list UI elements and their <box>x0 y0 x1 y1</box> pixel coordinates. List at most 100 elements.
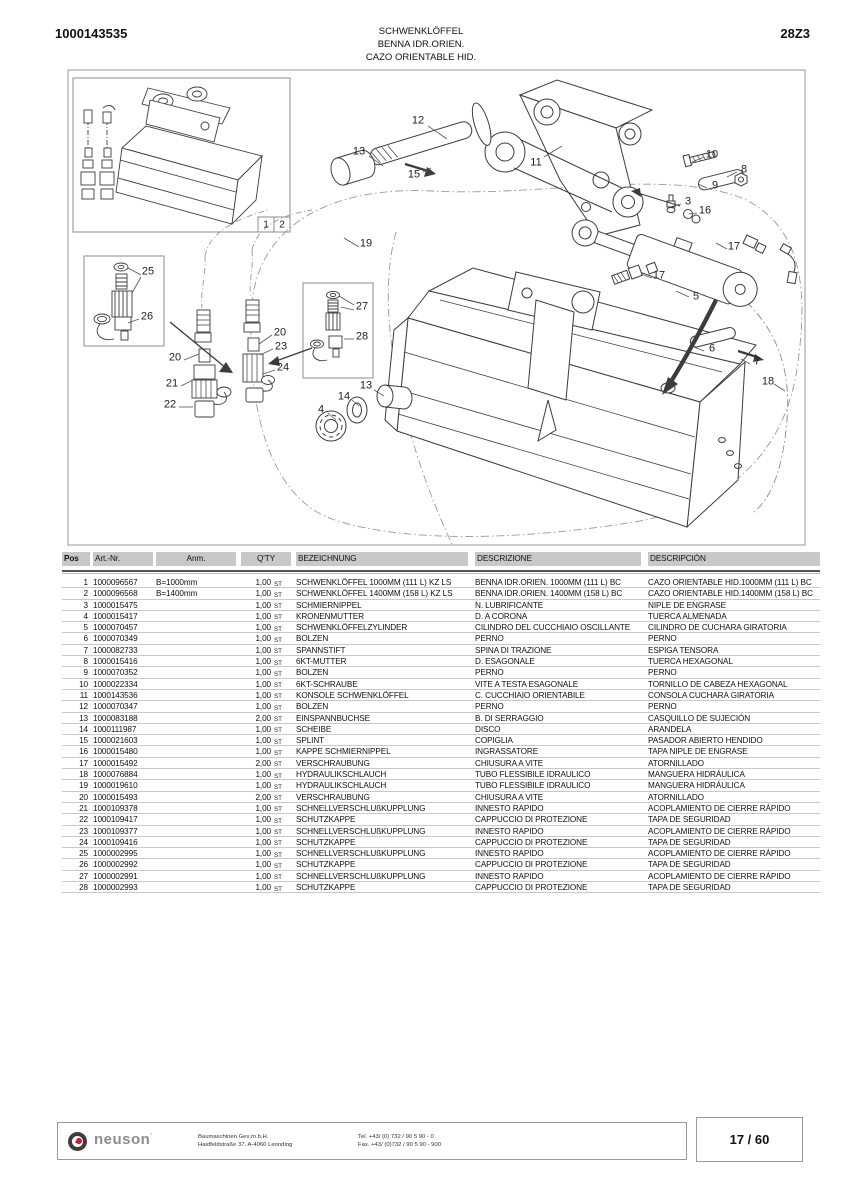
cell-bezeichnung: SCHMIERNIPPEL <box>296 600 362 610</box>
cell-descrizione: TUBO FLESSIBILE IDRAULICO <box>475 770 591 780</box>
qty-unit: ST <box>274 783 282 791</box>
cell-descripcion: TAPA DE SEGURIDAD <box>648 860 731 870</box>
cell-artnr: 1000002993 <box>93 883 138 893</box>
cell-artnr: 1000022334 <box>93 679 138 689</box>
cell-descripcion: CILINDRO DE CUCHARA GIRATORIA <box>648 623 787 633</box>
cell-pos: 27 <box>79 871 88 881</box>
cell-pos: 15 <box>79 736 88 746</box>
col-header-pos: Pos <box>62 552 90 566</box>
cell-anm <box>156 769 236 779</box>
cell-anm <box>156 690 236 700</box>
cell-bezeichnung: SCHWENKLÖFFELZYLINDER <box>296 623 408 633</box>
cell-pos: 7 <box>83 645 89 655</box>
cell-pos: 4 <box>83 611 89 621</box>
qty-value: 1,00 <box>255 871 271 881</box>
cell-artnr: 1000143536 <box>93 690 138 700</box>
cell-anm <box>156 600 236 610</box>
cell-artnr: 1000015480 <box>93 747 138 757</box>
cell-descripcion: TORNILLO DE CABEZA HEXAGONAL <box>648 679 788 689</box>
cell-artnr: 1000002991 <box>93 871 138 881</box>
title-it: BENNA IDR.ORIEN. <box>377 39 465 50</box>
fax-line: Fax. +43/ (0)732 / 90 5 90 - 900 <box>358 1142 442 1148</box>
qty-value: 1,00 <box>255 837 271 847</box>
cell-artnr: 1000109378 <box>93 803 138 813</box>
cell-descripcion: TUERCA HEXAGONAL <box>648 657 733 667</box>
qty-unit: ST <box>274 772 282 780</box>
cell-bezeichnung: VERSCHRAUBUNG <box>296 758 370 768</box>
cell-anm <box>156 792 236 802</box>
cell-pos: 11 <box>79 690 88 700</box>
cell-descrizione: CAPPUCCIO DI PROTEZIONE <box>475 883 588 893</box>
qty-value: 1,00 <box>255 736 271 746</box>
cell-anm <box>156 746 236 756</box>
cell-anm <box>156 656 236 666</box>
qty-value: 1,00 <box>255 702 271 712</box>
cell-descrizione: DISCO <box>475 724 501 734</box>
cell-anm <box>156 871 236 881</box>
cell-descrizione: TUBO FLESSIBILE IDRAULICO <box>475 781 591 791</box>
qty-value: 1,00 <box>255 724 271 734</box>
title-es: CAZO ORIENTABLE HID. <box>365 52 477 63</box>
cell-pos: 23 <box>79 826 88 836</box>
tel-line: Tel. +43/ (0) 732 / 90 5 90 - 0 <box>358 1134 434 1140</box>
qty-value: 1,00 <box>255 815 271 825</box>
qty-value: 1,00 <box>255 578 271 587</box>
qty-value: 1,00 <box>255 849 271 859</box>
cell-pos: 22 <box>79 815 88 825</box>
col-header-descrizione: DESCRIZIONE <box>475 552 641 566</box>
cell-pos: 24 <box>79 837 88 847</box>
cell-pos: 2 <box>83 589 89 599</box>
qty-unit: ST <box>274 851 282 859</box>
qty-value: 1,00 <box>255 589 271 599</box>
cell-bezeichnung: EINSPANNBUCHSE <box>296 713 370 723</box>
cell-pos: 1 <box>83 578 89 587</box>
cell-anm <box>156 780 236 790</box>
cell-anm <box>156 814 236 824</box>
cell-pos: 9 <box>83 668 89 678</box>
parts-table: Pos Art.-Nr. Anm. Q'TY BEZEICHNUNG DESCR… <box>62 552 820 894</box>
cell-anm <box>156 735 236 745</box>
qty-unit: ST <box>274 862 282 870</box>
cell-descripcion: PERNO <box>648 702 677 712</box>
cell-bezeichnung: KRONENMUTTER <box>296 611 364 621</box>
qty-value: 1,00 <box>255 645 271 655</box>
qty-value: 1,00 <box>255 623 271 633</box>
cell-descrizione: CILINDRO DEL CUCCHIAIO OSCILLANTE <box>475 623 631 633</box>
page-number: 17 / 60 <box>696 1117 803 1162</box>
qty-unit: ST <box>274 716 282 723</box>
cell-descripcion: ACOPLAMIENTO DE CIERRE RÁPIDO <box>648 803 791 813</box>
cell-descripcion: PASADOR ABIERTO HENDIDO <box>648 736 763 746</box>
cell-anm <box>156 837 236 847</box>
cell-descrizione: VITE A TESTA ESAGONALE <box>475 679 579 689</box>
cell-descrizione: PERNO <box>475 668 504 678</box>
cell-pos: 17 <box>79 758 88 768</box>
cell-descrizione: INNESTO RAPIDO <box>475 871 544 881</box>
cell-descrizione: N. LUBRIFICANTE <box>475 600 544 610</box>
cell-bezeichnung: SCHWENKLÖFFEL 1000MM (111 L) KZ LS <box>296 578 452 587</box>
cell-descripcion: TAPA DE SEGURIDAD <box>648 815 731 825</box>
cell-pos: 21 <box>79 803 88 813</box>
neuson-logo-icon <box>68 1132 87 1151</box>
cell-pos: 10 <box>79 679 88 689</box>
qty-unit: ST <box>274 659 282 667</box>
cell-descripcion: ATORNILLADO <box>648 792 704 802</box>
header-rule-light <box>62 573 820 574</box>
cell-descrizione: CAPPUCCIO DI PROTEZIONE <box>475 815 588 825</box>
qty-unit: ST <box>274 580 282 588</box>
